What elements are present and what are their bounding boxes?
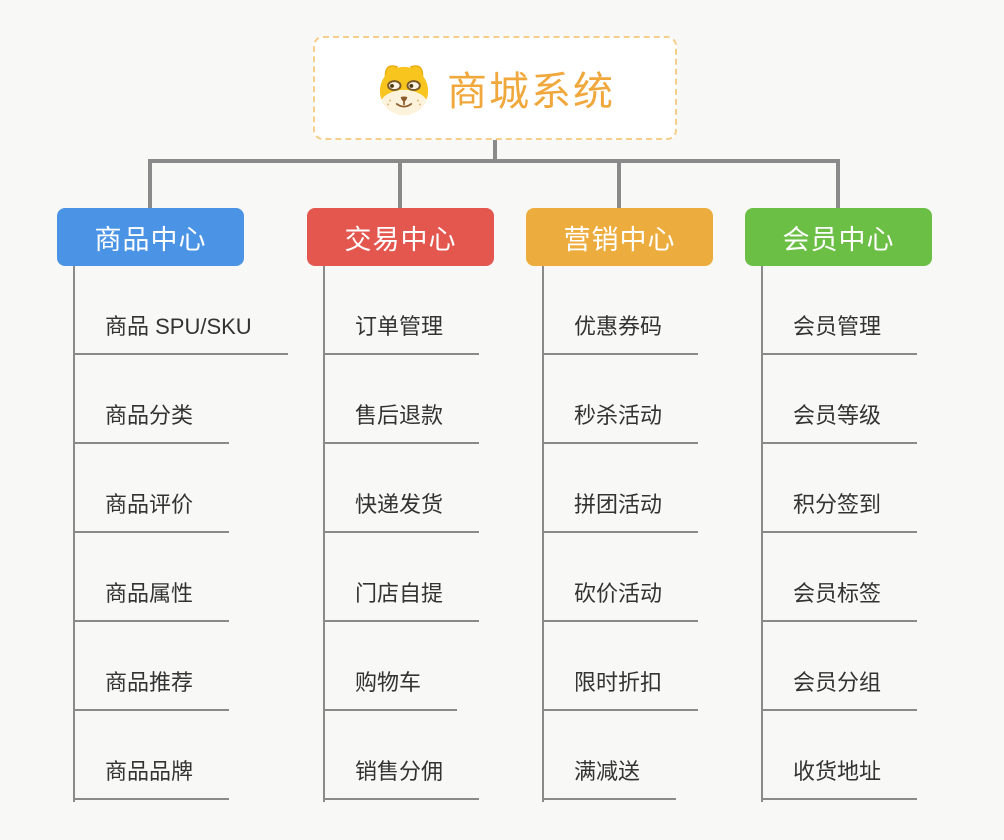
leaf-topic[interactable]: 商品评价 [73,489,230,533]
branch-topic-label: 营销中心 [563,224,676,255]
leaf-topic[interactable]: 优惠券码 [542,311,699,355]
connector-branch-stub [836,159,840,210]
branch-topic-label: 商品中心 [94,224,207,255]
leaf-topic[interactable]: 会员等级 [761,400,918,444]
leaf-topic[interactable]: 快递发货 [323,489,480,533]
leaf-topic[interactable]: 满减送 [542,756,677,800]
dog-face-icon [375,59,433,117]
branch-topic-member-center[interactable]: 会员中心 [745,208,932,266]
root-topic-title: 商城系统 [447,70,615,114]
leaf-topic[interactable]: 会员管理 [761,311,918,355]
connector-bus [148,159,840,163]
connector-branch-stub [148,159,152,210]
leaf-topic[interactable]: 门店自提 [323,578,480,622]
leaf-topic[interactable]: 积分签到 [761,489,918,533]
leaf-topic[interactable]: 限时折扣 [542,667,699,711]
leaf-topic[interactable]: 商品品牌 [73,756,230,800]
connector-child-spine [73,266,75,802]
leaf-topic[interactable]: 订单管理 [323,311,480,355]
leaf-topic[interactable]: 砍价活动 [542,578,699,622]
connector-branch-stub [398,159,402,210]
leaf-topic[interactable]: 会员标签 [761,578,918,622]
connector-root-stub [493,139,497,163]
leaf-topic[interactable]: 销售分佣 [323,756,480,800]
branch-topic-marketing-center[interactable]: 营销中心 [526,208,713,266]
branch-topic-trade-center[interactable]: 交易中心 [307,208,494,266]
leaf-topic[interactable]: 拼团活动 [542,489,699,533]
leaf-topic[interactable]: 商品分类 [73,400,230,444]
leaf-topic[interactable]: 商品 SPU/SKU [73,311,288,355]
leaf-topic[interactable]: 商品推荐 [73,667,230,711]
leaf-topic[interactable]: 会员分组 [761,667,918,711]
branch-topic-label: 交易中心 [344,224,457,255]
branch-children-trade-center: 订单管理 售后退款 快递发货 门店自提 购物车 销售分佣 [323,266,480,800]
branch-children-product-center: 商品 SPU/SKU 商品分类 商品评价 商品属性 商品推荐 商品品牌 [73,266,288,800]
root-topic[interactable]: 商城系统 [313,36,677,140]
leaf-topic[interactable]: 售后退款 [323,400,480,444]
leaf-topic[interactable]: 秒杀活动 [542,400,699,444]
leaf-topic[interactable]: 商品属性 [73,578,230,622]
leaf-topic[interactable]: 收货地址 [761,756,918,800]
branch-children-member-center: 会员管理 会员等级 积分签到 会员标签 会员分组 收货地址 [761,266,918,800]
branch-topic-product-center[interactable]: 商品中心 [57,208,244,266]
connector-child-spine [542,266,544,802]
connector-child-spine [323,266,325,802]
connector-child-spine [761,266,763,802]
branch-children-marketing-center: 优惠券码 秒杀活动 拼团活动 砍价活动 限时折扣 满减送 [542,266,699,800]
branch-topic-label: 会员中心 [782,224,895,255]
connector-branch-stub [617,159,621,210]
leaf-topic[interactable]: 购物车 [323,667,458,711]
